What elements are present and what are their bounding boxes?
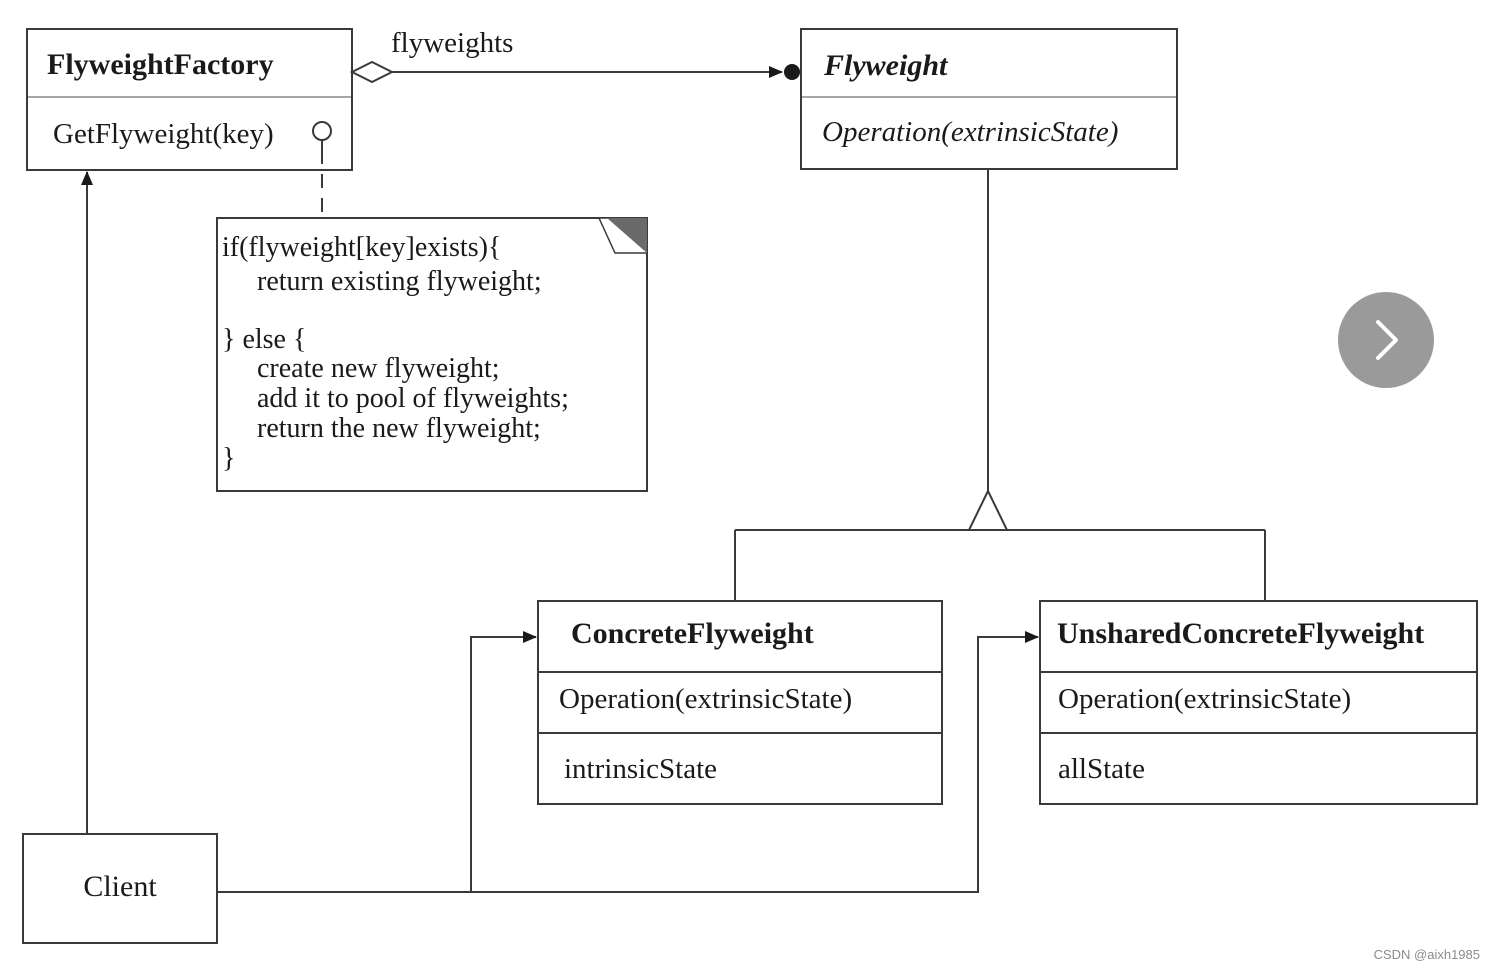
class-client: Client (22, 833, 218, 944)
note-line-5: add it to pool of flyweights; (257, 383, 569, 414)
aggregation-diamond-icon (349, 60, 395, 84)
class-flyweight: Flyweight Operation(extrinsicState) (800, 28, 1178, 170)
inheritance-triangle-icon (967, 488, 1009, 531)
class-name-flyweight: Flyweight (823, 49, 949, 82)
watermark: CSDN @aixh1985 (1373, 947, 1480, 962)
note-line-6: return the new flyweight; (257, 413, 541, 444)
note-line-2: return existing flyweight; (257, 266, 542, 297)
note-fold-shade (607, 218, 647, 253)
unshared-attribute: allState (1058, 753, 1145, 785)
note-line-1: if(flyweight[key]exists){ (222, 232, 501, 263)
flyweight-operation: Operation(extrinsicState) (822, 116, 1118, 148)
inheritance-tree (734, 169, 1266, 601)
factory-operation: GetFlyweight(key) (53, 118, 274, 150)
class-name-concrete: ConcreteFlyweight (571, 617, 814, 650)
client-to-concrete-arrow (470, 631, 537, 892)
class-name-factory: FlyweightFactory (47, 48, 274, 81)
client-associations (81, 171, 1039, 893)
class-flyweight-factory: FlyweightFactory GetFlyweight(key) (26, 28, 353, 171)
note-anchor-icon (312, 121, 332, 141)
client-to-unshared-arrow (217, 631, 1039, 893)
note-line-3: } else { (222, 324, 306, 355)
chevron-right-icon (1376, 320, 1398, 360)
aggregation-association: flyweights (349, 27, 800, 84)
next-image-button[interactable] (1338, 292, 1434, 388)
multiplicity-dot-icon (784, 64, 800, 80)
class-concrete-flyweight: ConcreteFlyweight Operation(extrinsicSta… (537, 600, 943, 805)
concrete-operation: Operation(extrinsicState) (559, 683, 852, 715)
implementation-note: if(flyweight[key]exists){ return existin… (216, 217, 648, 492)
unshared-operation: Operation(extrinsicState) (1058, 683, 1351, 715)
class-name-unshared: UnsharedConcreteFlyweight (1057, 617, 1424, 650)
class-unshared-concrete-flyweight: UnsharedConcreteFlyweight Operation(extr… (1039, 600, 1478, 805)
association-label: flyweights (391, 27, 513, 59)
class-name-client: Client (83, 870, 157, 903)
concrete-attribute: intrinsicState (564, 753, 717, 785)
note-line-7: } (222, 443, 235, 474)
note-line-4: create new flyweight; (257, 353, 500, 384)
